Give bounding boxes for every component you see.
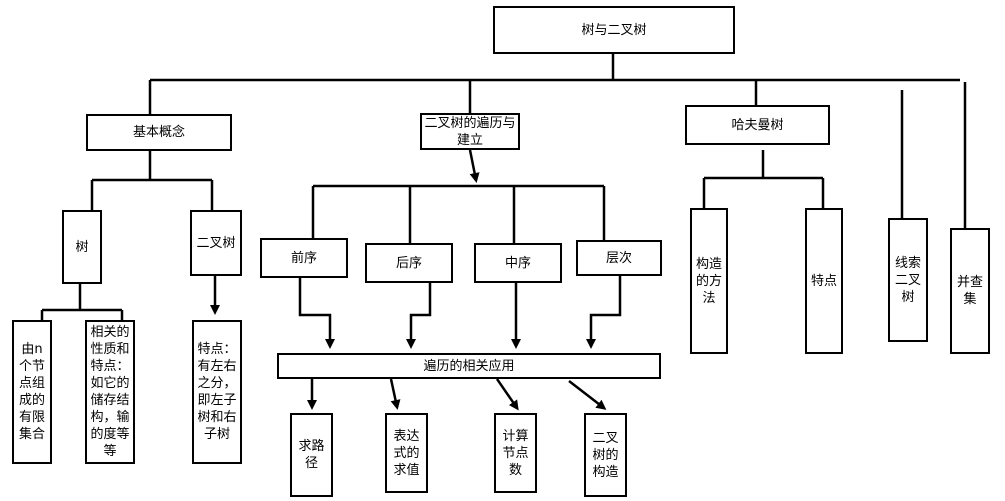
- node-inorder: 中序: [474, 243, 562, 283]
- node-tree: 树: [62, 210, 102, 284]
- node-binary-tree: 二叉树: [190, 210, 242, 276]
- node-postorder: 后序: [365, 243, 453, 283]
- node-preorder: 前序: [260, 238, 348, 278]
- node-tree-properties: 相关的性质和特点：如它的储存结构，输的度等等: [85, 320, 135, 464]
- node-huffman-feature: 特点: [805, 208, 843, 354]
- node-huffman: 哈夫曼树: [685, 105, 830, 145]
- node-union-find: 并查集: [950, 228, 990, 354]
- node-tree-definition: 由n个节点组成的有限集合: [12, 320, 52, 464]
- node-app-path: 求路径: [290, 413, 333, 497]
- node-app-build: 二叉树的构造: [584, 413, 627, 497]
- node-huffman-construct: 构造的方法: [690, 208, 728, 354]
- node-basic-concepts: 基本概念: [86, 114, 232, 151]
- root-node: 树与二叉树: [493, 6, 735, 54]
- node-level-order: 层次: [576, 240, 662, 276]
- node-binary-tree-feature: 特点：有左右之分，即左子树和右子树: [192, 320, 242, 464]
- node-app-count: 计算节点数: [494, 413, 537, 493]
- node-app-expression: 表达式的求值: [385, 413, 428, 493]
- node-threaded-tree: 线索二叉树: [888, 218, 928, 342]
- node-traversal: 二叉树的遍历与建立: [420, 113, 520, 150]
- node-applications: 遍历的相关应用: [277, 353, 661, 379]
